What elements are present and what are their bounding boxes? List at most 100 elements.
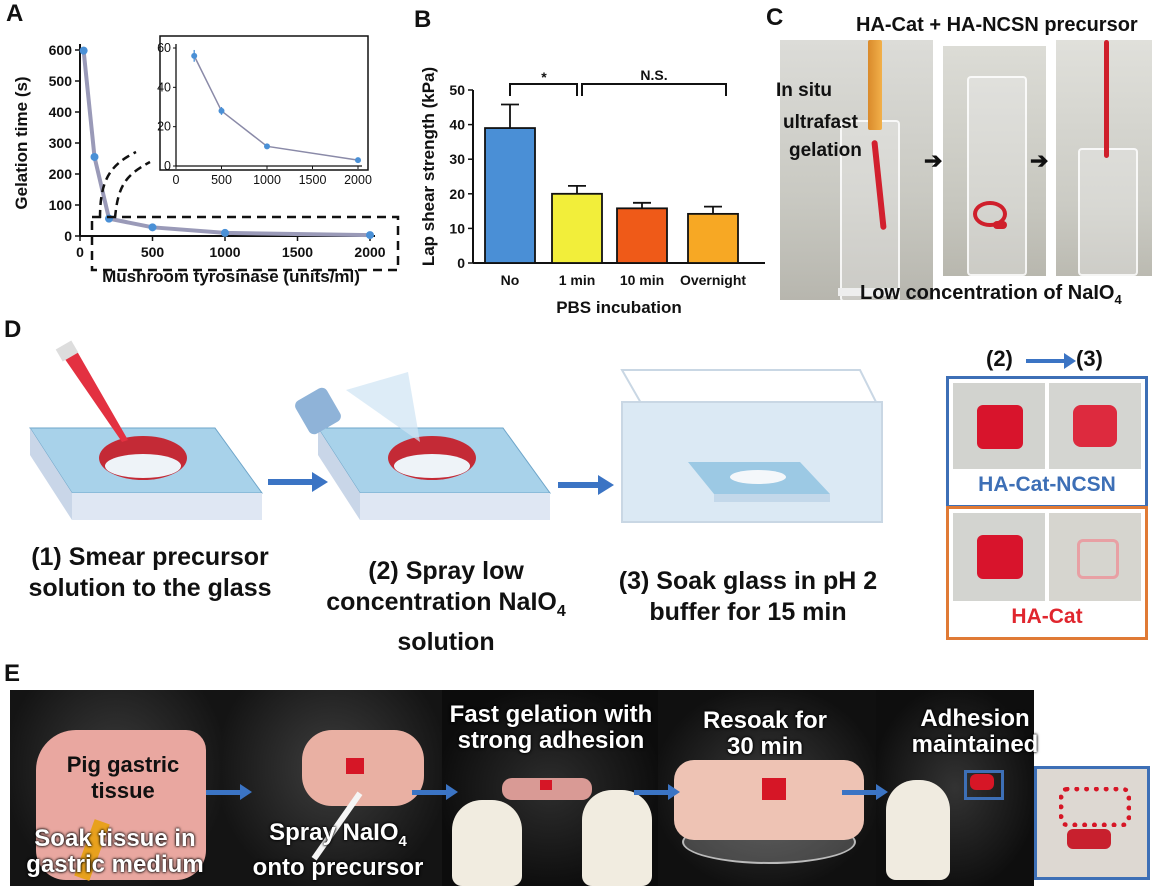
a-inset-y-tick-label: 40 [157, 80, 171, 94]
photo-e-3 [442, 690, 658, 886]
schematic-d [29, 340, 883, 523]
step-2-line-2: concentration NaIO4 [310, 587, 582, 627]
panel-c-in-situ: In situ [776, 80, 832, 101]
a-data-point [90, 152, 99, 161]
step-2-line-1: (2) Spray low [368, 557, 524, 585]
a-y-tick-label: 300 [49, 135, 73, 151]
b-sig-bracket-2 [581, 83, 727, 96]
b-x-tick-label: Overnight [680, 272, 746, 288]
photo-c-1 [780, 40, 933, 300]
step-1-line-1: (1) Smear precursor [31, 543, 269, 571]
step-2-caption: (2) Spray low concentration NaIO4 soluti… [310, 556, 582, 658]
b-x-tick-label: 10 min [620, 272, 664, 288]
compare-box-hacat: HA-Cat [946, 506, 1148, 640]
e3-line-2: strong adhesion [457, 727, 645, 754]
a-inset-data-point [355, 157, 361, 164]
a-zoom-region [90, 215, 400, 272]
a-x-axis-label: Mushroom tyrosinase (units/ml) [102, 267, 360, 286]
b-bar [616, 207, 668, 264]
panel-c-bottom-text: Low concentration of NaIO [860, 282, 1115, 304]
b-sig-bracket-1 [509, 83, 578, 96]
a-inset-data-point [218, 107, 225, 114]
hacat-photo-after [1049, 513, 1141, 601]
ncsn-photo-before [953, 383, 1045, 469]
step-2-line-2-text: concentration NaIO [326, 588, 557, 616]
a-data-point [79, 46, 88, 55]
b-x-tick-label: 1 min [559, 272, 596, 288]
hacat-photo-before [953, 513, 1045, 601]
b-y-tick-label: 20 [449, 186, 465, 202]
a-data-point [221, 228, 229, 237]
a-x-tick-label: 1500 [282, 244, 313, 260]
a-x-tick-label: 500 [141, 244, 165, 260]
e5-line-1: Adhesion [920, 705, 1030, 732]
arrow-e-4 [842, 784, 888, 800]
step-1-line-2: solution to the glass [28, 574, 272, 602]
b-y-axis-label: Lap shear strength (kPa) [419, 67, 438, 266]
a-zoom-connector [98, 150, 151, 219]
a-data-point [366, 231, 374, 240]
panel-c-title: HA-Cat + HA-NCSN precursor [856, 14, 1138, 36]
panel-label-b: B [414, 6, 432, 33]
a-inset-y-tick-label: 0 [164, 159, 171, 173]
b-y-tick-label: 10 [449, 220, 465, 236]
e2-line-2: onto precursor [252, 853, 424, 881]
e4-line-1: Resoak for [702, 707, 828, 734]
photo-c-3 [1056, 40, 1152, 276]
a-inset-series-line [193, 55, 359, 161]
e2-sub: 4 [398, 832, 407, 850]
photo-e-2 [222, 690, 442, 886]
panel-c-bottom-sub: 4 [1114, 292, 1122, 307]
b-x-axis-label: PBS incubation [556, 298, 682, 317]
a-series-line [81, 50, 371, 238]
arrow-e-1 [206, 784, 252, 800]
a-x-tick-label: 1000 [209, 244, 240, 260]
a-inset-y-tick-label: 20 [157, 120, 171, 134]
b-sig-label-2: N.S. [640, 67, 667, 83]
e4-line-2: 30 min [726, 733, 804, 760]
e1-top-line-2: tissue [91, 778, 155, 803]
a-x-tick-label: 0 [76, 244, 84, 260]
e2-line-1-text: Spray NaIO [269, 819, 399, 846]
e4-text: Resoak for 30 min [670, 708, 860, 760]
step-3-line-2: buffer for 15 min [649, 598, 847, 626]
a-inset-x-tick-label: 0 [173, 173, 180, 187]
arrow-e-3 [634, 784, 680, 800]
a-inset-x-tick-label: 2000 [344, 173, 372, 187]
panel-label-a: A [6, 0, 24, 27]
e2-text: Spray NaIO4 onto precursor [238, 820, 438, 881]
compare-header-from: (2) [986, 346, 1013, 371]
panel-label-d: D [4, 316, 22, 343]
compare-box-ncsn: HA-Cat-NCSN [946, 376, 1148, 508]
e1-top-text: Pig gastric tissue [48, 752, 198, 804]
e2-line-1: Spray NaIO4 [238, 820, 438, 855]
compare-header-to: (3) [1076, 346, 1103, 371]
panel-c-ultrafast: ultrafast [783, 112, 858, 133]
e1-bottom-text: Soak tissue in gastric medium [12, 826, 218, 878]
b-bar [687, 212, 739, 264]
a-inset-frame [159, 35, 369, 171]
a-y-tick-label: 600 [49, 42, 73, 58]
b-bar [484, 127, 536, 264]
e3-line-1: Fast gelation with [449, 701, 653, 728]
a-y-tick-label: 400 [49, 104, 73, 120]
b-y-tick-label: 30 [449, 151, 465, 167]
a-inset-data-point [191, 52, 198, 59]
a-inset-data-point [264, 143, 270, 150]
panel-label-e: E [4, 660, 21, 687]
panel-label-c: C [766, 4, 784, 31]
b-x-tick-label: No [501, 272, 520, 288]
a-y-axis-label: Gelation time (s) [12, 76, 31, 209]
e3-text: Fast gelation with strong adhesion [428, 702, 674, 754]
a-inset-x-tick-label: 1000 [253, 173, 281, 187]
a-y-tick-label: 500 [49, 73, 73, 89]
step-1-caption: (1) Smear precursor solution to the glas… [0, 542, 300, 604]
b-bar [551, 192, 603, 264]
e1-bottom-line-1: Soak tissue in [34, 825, 196, 852]
arrow-c-2: ➔ [1030, 148, 1049, 173]
b-y-tick-label: 40 [449, 117, 465, 133]
a-inset-y-tick-label: 60 [157, 41, 171, 55]
photo-e-5 [876, 690, 1034, 886]
